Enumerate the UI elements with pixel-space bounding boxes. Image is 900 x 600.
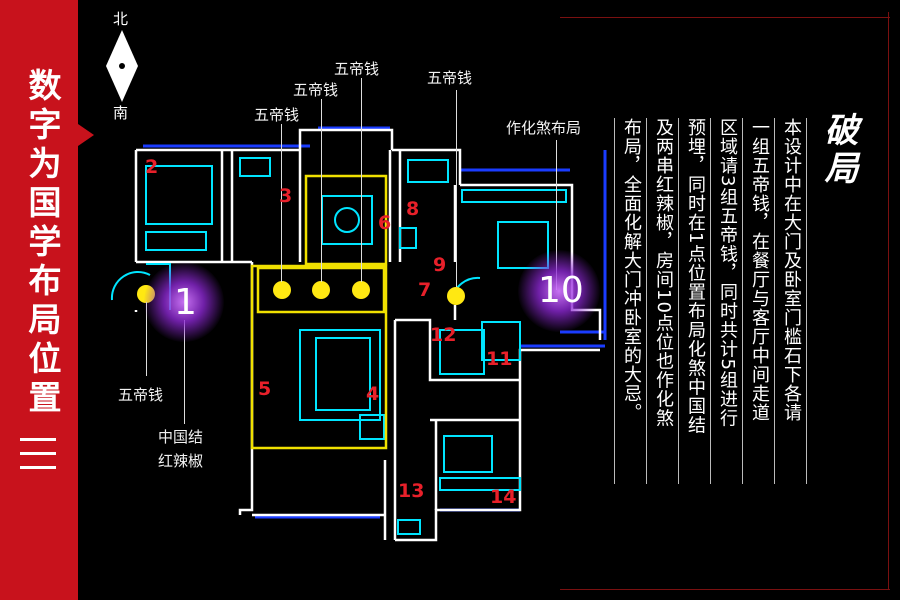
room-number-6: 6	[378, 212, 392, 234]
highlight-bedroom-number: 10	[538, 270, 584, 311]
label-coins-c: 五帝钱	[334, 60, 380, 78]
panel-separator-4	[710, 118, 711, 484]
coin-corridor-2	[312, 281, 330, 299]
room-number-7: 7	[418, 279, 432, 301]
sidebar-arrow-icon	[78, 124, 94, 146]
room-number-12: 12	[430, 324, 457, 346]
frame-line-top	[560, 17, 890, 18]
panel-separator-1	[806, 118, 807, 484]
panel-separator-6	[646, 118, 647, 484]
compass-icon	[106, 30, 138, 102]
room-number-2: 2	[145, 156, 159, 178]
highlight-bedroom	[518, 250, 600, 332]
compass-south-label: 南	[113, 104, 129, 122]
highlight-entrance	[144, 262, 224, 342]
label-knot-2: 红辣椒	[158, 452, 204, 470]
label-knot-1: 中国结	[158, 428, 204, 446]
sidebar-title: 数字为国学布局位置	[23, 68, 62, 419]
panel-separator-3	[742, 118, 743, 484]
label-zuohua: 作化煞布局	[506, 119, 582, 137]
panel-column-5: 及两串红辣椒，房间10点位也作化煞	[653, 118, 674, 428]
compass-north-label: 北	[113, 10, 129, 28]
room-number-9: 9	[433, 254, 447, 276]
room-number-13: 13	[398, 480, 425, 502]
label-coins-a: 五帝钱	[254, 106, 300, 124]
label-coins-e: 五帝钱	[427, 69, 473, 87]
label-coins-b: 五帝钱	[293, 81, 339, 99]
pointer-coins-a	[281, 124, 282, 282]
panel-column-1: 本设计中在大门及卧室门槛石下各请	[781, 118, 802, 422]
panel-separator-5	[678, 118, 679, 484]
panel-column-2: 一组五帝钱，在餐厅与客厅中间走道	[749, 118, 770, 422]
room-number-4: 4	[366, 383, 380, 405]
room-number-8: 8	[406, 198, 420, 220]
roman-numeral-three	[20, 438, 56, 480]
room-number-11: 11	[486, 348, 513, 370]
pointer-coins-e	[456, 90, 457, 287]
pointer-knot	[184, 320, 185, 424]
room-number-5: 5	[258, 378, 272, 400]
pointer-coins-b	[321, 99, 322, 282]
room-number-14: 14	[490, 486, 517, 508]
panel-separator-2	[774, 118, 775, 484]
panel-separator-7	[614, 118, 615, 484]
panel-heading: 破局	[818, 112, 858, 188]
room-number-3: 3	[279, 185, 293, 207]
pointer-zuohua	[556, 140, 557, 290]
panel-column-6: 布局，全面化解大门冲卧室的大忌。	[621, 118, 642, 422]
coin-corridor-1	[273, 281, 291, 299]
label-coins-left: 五帝钱	[118, 386, 164, 404]
panel-column-4: 预埋，同时在1点位置布局化煞中国结	[685, 118, 706, 435]
frame-line-bottom	[560, 589, 890, 590]
pointer-coins-c	[361, 78, 362, 282]
frame-line-right	[888, 12, 889, 590]
sidebar: 数字为国学布局位置	[0, 0, 78, 600]
highlight-entrance-number: 1	[174, 282, 197, 323]
coin-corridor-3	[352, 281, 370, 299]
pointer-coins-left	[146, 302, 147, 376]
coin-bedroom-door	[447, 287, 465, 305]
panel-column-3: 区域请3组五帝钱，同时共计5组进行	[717, 118, 738, 428]
